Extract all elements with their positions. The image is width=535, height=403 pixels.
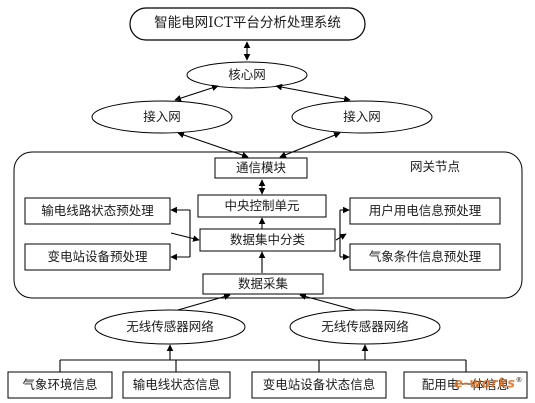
data-collection-box	[202, 273, 324, 295]
access-network-left-label: 接入网	[143, 108, 181, 124]
source-4-label: 配用电一体信息	[421, 376, 510, 392]
arrow-wsn-left-collection	[177, 293, 231, 311]
arrow-access-left-comm	[177, 131, 249, 159]
core-network-ellipse	[186, 61, 308, 89]
arrow-right-to-aggregation	[335, 233, 347, 241]
source-box-1	[7, 371, 113, 399]
source-box-2	[122, 371, 231, 399]
wsn-left-label: 无线传感器网络	[126, 318, 214, 334]
pre-left-bottom-box	[24, 243, 171, 271]
access-network-left-ellipse	[91, 100, 233, 134]
data-collection-label: 数据采集	[237, 275, 288, 291]
connectors	[59, 41, 467, 372]
title-label: 智能电网ICT平台分析处理系统	[154, 15, 341, 32]
pre-right-bottom-label: 气象条件信息预处理	[368, 248, 482, 264]
pre-left-bottom-label: 变电站设备预处理	[47, 248, 148, 264]
arrow-core-access-left	[174, 84, 219, 102]
access-network-right-label: 接入网	[343, 108, 381, 124]
pre-right-top-box	[349, 197, 501, 225]
pre-right-top-label: 用户用电信息预处理	[368, 202, 482, 218]
pre-left-top-label: 输电线路状态预处理	[41, 202, 154, 218]
source-box-4	[403, 371, 528, 399]
source-3-label: 变电站设备状态信息	[262, 376, 376, 392]
central-control-box	[197, 194, 327, 218]
core-network-label: 核心网	[228, 66, 266, 82]
trademark-mark: ®	[515, 375, 523, 384]
pre-left-top-box	[24, 197, 171, 225]
data-aggregation-box	[199, 228, 336, 252]
arrow-wsn-right-collection	[299, 293, 356, 311]
gateway-node-label: 网关节点	[409, 158, 460, 174]
source-1-label: 气象环境信息	[22, 376, 98, 392]
central-control-label: 中央控制单元	[224, 197, 300, 213]
source-2-label: 输电线状态信息	[132, 376, 221, 392]
arrow-left-to-aggregation	[170, 232, 200, 242]
comm-module-label: 通信模块	[235, 159, 286, 175]
data-aggregation-label: 数据集中分类	[229, 231, 305, 247]
pre-right-bottom-box	[349, 243, 501, 271]
watermark-text: e-works	[454, 376, 516, 391]
arrow-access-right-comm	[279, 132, 341, 158]
wsn-left-ellipse	[94, 309, 246, 345]
source-box-3	[251, 371, 387, 399]
wsn-right-ellipse	[289, 309, 441, 345]
watermark-logo: e-works®	[454, 376, 523, 391]
comm-module-box	[214, 157, 308, 179]
arrow-core-access-right	[275, 83, 351, 103]
wsn-right-label: 无线传感器网络	[321, 318, 409, 334]
title-box	[129, 7, 366, 41]
access-network-right-ellipse	[291, 100, 433, 134]
